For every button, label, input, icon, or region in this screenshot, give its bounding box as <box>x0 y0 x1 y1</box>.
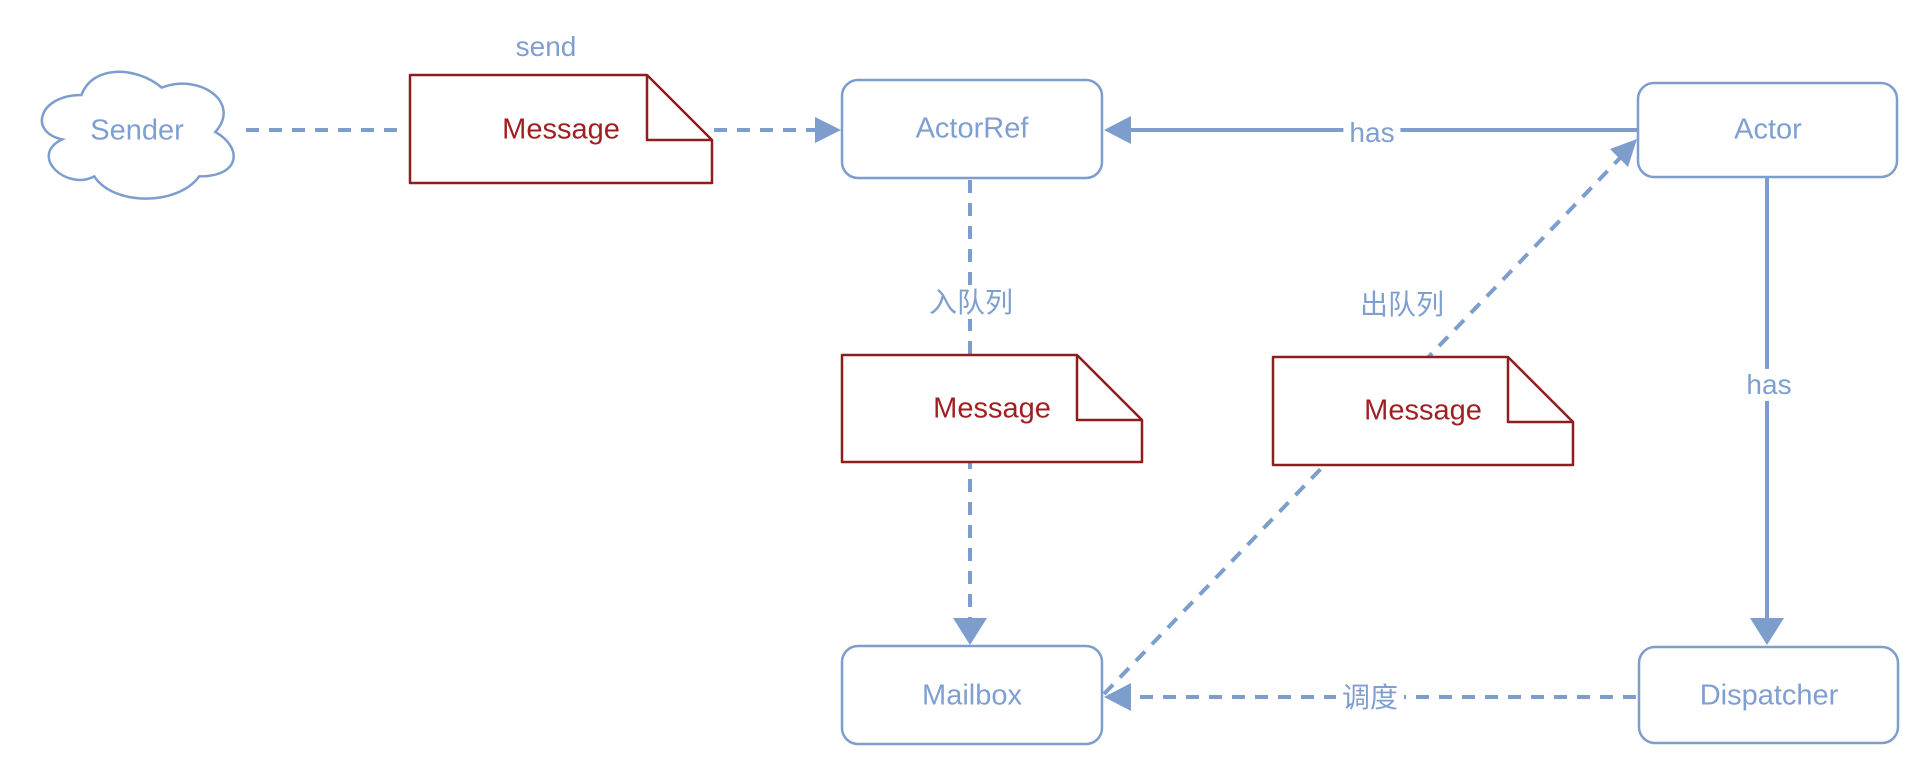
node-shape-actorref <box>840 78 1104 180</box>
node-label-sender: Sender <box>90 114 184 147</box>
node-label-actorref: ActorRef <box>915 112 1029 145</box>
note-shape-message-1 <box>408 73 714 185</box>
edge-label-send: send <box>509 30 583 64</box>
arrowhead-into-mailbox-right <box>1104 683 1131 711</box>
edge-label-dequeue: 出队列 <box>1353 288 1451 322</box>
node-shape-actor <box>1636 81 1899 179</box>
arrowhead-into-actorref-right <box>1104 116 1131 144</box>
note-shape-message-3 <box>1271 355 1575 467</box>
note-label-message-3: Message <box>1364 394 1482 427</box>
node-label-mailbox: Mailbox <box>922 679 1022 712</box>
note-fold-message-3 <box>1506 357 1573 424</box>
edge-label-has-actorref: has <box>1343 116 1401 150</box>
note-label-message-1: Message <box>502 113 620 146</box>
edge-label-enqueue: 入队列 <box>922 286 1020 320</box>
node-shape-dispatcher <box>1637 645 1900 745</box>
note-shape-message-2 <box>840 353 1144 464</box>
arrowhead-into-dispatcher-top <box>1750 618 1784 645</box>
note-label-message-2: Message <box>933 392 1051 425</box>
cloud-shape-sender <box>40 70 235 200</box>
node-label-actor: Actor <box>1734 113 1802 146</box>
node-shape-mailbox <box>840 644 1104 746</box>
edge-label-has-dispatcher: has <box>1740 368 1798 402</box>
arrowhead-into-actor-left <box>1610 139 1637 167</box>
node-label-dispatcher: Dispatcher <box>1699 679 1839 712</box>
arrowhead-into-mailbox-top <box>953 618 987 645</box>
arrowhead-into-actorref-left <box>815 117 841 143</box>
note-fold-message-1 <box>645 75 712 142</box>
edge-label-dispatch: 调度 <box>1335 681 1405 715</box>
note-fold-message-2 <box>1075 355 1142 422</box>
